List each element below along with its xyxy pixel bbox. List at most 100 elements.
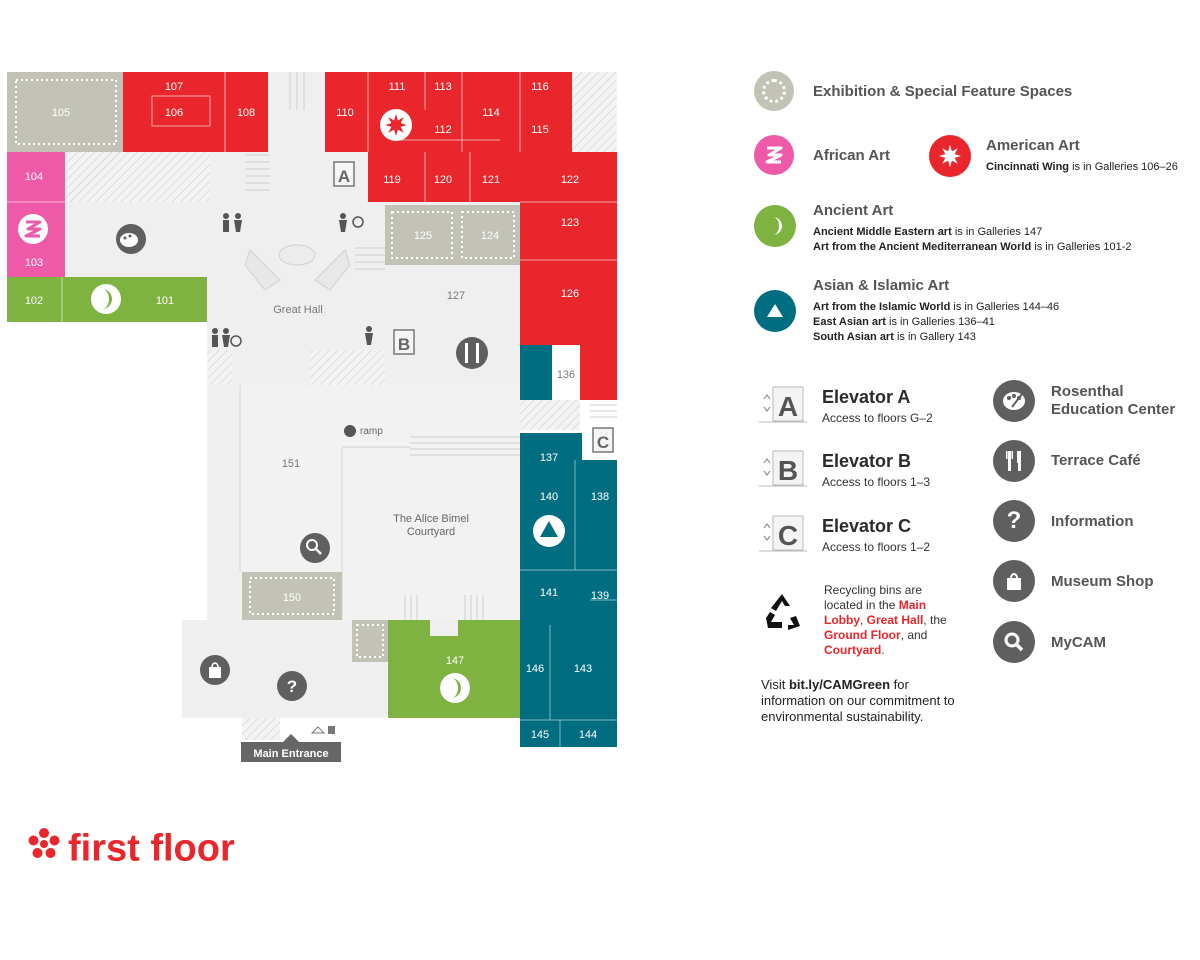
hatch-5 — [242, 718, 280, 740]
main-entrance-label: Main Entrance — [253, 748, 328, 760]
courtyard-link: Courtyard — [824, 643, 882, 657]
svg-text:C: C — [597, 433, 609, 452]
african-art-label: African Art — [813, 147, 890, 164]
gallery-label-106: 106 — [165, 107, 183, 119]
camgreen-link[interactable]: bit.ly/CAMGreen — [788, 677, 891, 692]
asian-walls — [520, 460, 617, 747]
hatch-2 — [572, 72, 617, 152]
recycle-icon — [760, 590, 804, 639]
asian-art-note-2: East Asian art is in Galleries 136–41 — [813, 316, 995, 328]
gallery-label-111: 111 — [389, 81, 406, 93]
terrace-cafe-label: Terrace Café — [1051, 452, 1141, 469]
hatch-4 — [207, 350, 232, 385]
gallery-label-105: 105 — [52, 107, 70, 119]
american-art-icon-map — [380, 109, 412, 141]
gallery-label-122: 122 — [561, 174, 579, 186]
gallery-label-115: 115 — [531, 124, 549, 136]
african-art-icon-map — [18, 214, 48, 244]
gallery-label-114: 114 — [482, 107, 500, 119]
svg-text:C: C — [778, 520, 798, 551]
gallery-label-138: 138 — [591, 491, 609, 503]
restroom-icon-1 — [223, 213, 242, 232]
gallery-124-125 — [385, 205, 520, 265]
elevator-c-map: C — [592, 427, 614, 453]
american-art-note: Cincinnati Wing is in Galleries 106–26 — [986, 161, 1178, 173]
african-art-icon — [754, 135, 794, 175]
elevator-c-title: Elevator C — [822, 516, 912, 536]
gallery-label-141: 141 — [540, 587, 558, 599]
ancient-art-note-1: Ancient Middle Eastern art is in Galleri… — [813, 226, 1043, 238]
cafe-icon-map — [456, 337, 488, 369]
ancient-art-label: Ancient Art — [813, 202, 894, 219]
gallery-label-103: 103 — [25, 257, 43, 269]
gallery-label-147: 147 — [446, 655, 464, 667]
svg-text:A: A — [778, 391, 798, 422]
ground-floor-link: Ground Floor — [824, 628, 901, 642]
ancient-art-icon-map-1 — [91, 284, 121, 314]
elevator-a-icon: A — [758, 385, 808, 430]
gallery-label-101: 101 — [156, 295, 174, 307]
shopping-bag-icon — [993, 560, 1035, 602]
american-art-label: American Art — [986, 137, 1080, 154]
gallery-label-121: 121 — [482, 174, 500, 186]
elevator-b-icon: B — [758, 449, 808, 494]
elevator-a-access: Access to floors G–2 — [822, 411, 933, 425]
asian-art-icon-map — [533, 515, 565, 547]
information-label: Information — [1051, 513, 1134, 530]
stairs — [245, 72, 617, 620]
coat-check-icon — [308, 720, 338, 736]
gallery-label-125: 125 — [414, 230, 432, 242]
svg-text:?: ? — [287, 677, 297, 696]
asian-art-note-1: Art from the Islamic World is in Galleri… — [813, 301, 1060, 313]
museum-shop-label: Museum Shop — [1051, 573, 1154, 590]
elevator-a-map: A — [333, 161, 355, 187]
asian-art-note-3: South Asian art is in Gallery 143 — [813, 331, 976, 343]
asian-islamic-art-icon — [754, 290, 796, 332]
shop-icon-map — [200, 655, 230, 685]
main-lobby-link: Main Lobby — [824, 598, 927, 627]
great-hall-label: Great Hall — [273, 304, 323, 316]
elevator-c-icon: C — [758, 514, 808, 559]
restroom-icon-4 — [365, 326, 373, 345]
information-icon: ? — [993, 500, 1035, 542]
restroom-icon-2 — [339, 213, 364, 232]
elevator-b-access: Access to floors 1–3 — [822, 475, 931, 489]
ramp-label: ramp — [360, 426, 383, 437]
gallery-label-102: 102 — [25, 295, 43, 307]
recycling-note: Recycling bins are located in the Main L… — [824, 583, 947, 657]
svg-text:B: B — [778, 455, 798, 486]
gallery-label-151: 151 — [282, 458, 300, 470]
palette-icon — [993, 380, 1035, 422]
floor-title: first floor — [26, 826, 235, 872]
american-art-icon — [929, 135, 971, 177]
hatch-1 — [65, 152, 210, 202]
exhibition-icon — [754, 71, 794, 111]
main-entrance[interactable]: Main Entrance — [241, 734, 341, 762]
hatch-3 — [310, 350, 385, 385]
gallery-label-150: 150 — [283, 592, 301, 604]
gallery-label-145: 145 — [531, 729, 549, 741]
gallery-label-127: 127 — [447, 290, 465, 302]
courtyard-label-1: The Alice Bimel — [393, 513, 469, 525]
gallery-105 — [7, 72, 123, 152]
sustainability-note: Visit bit.ly/CAMGreen for information on… — [761, 677, 955, 724]
elevator-c-access: Access to floors 1–2 — [822, 540, 931, 554]
gallery-label-108: 108 — [237, 107, 255, 119]
mycam-label: MyCAM — [1051, 634, 1106, 651]
mycam-icon-map — [300, 533, 330, 563]
gallery-label-120: 120 — [434, 174, 452, 186]
elevator-b-title: Elevator B — [822, 451, 912, 471]
american-walls — [151, 72, 617, 261]
gallery-label-112: 112 — [434, 124, 452, 136]
asian-islamic-art-label: Asian & Islamic Art — [813, 277, 950, 294]
ancient-art-icon — [754, 205, 796, 247]
magnifier-icon — [993, 621, 1035, 663]
american-art-galleries — [123, 72, 617, 400]
ramp-icon — [344, 425, 356, 437]
gallery-label-143: 143 — [574, 663, 592, 675]
asian-islamic-galleries — [520, 345, 617, 747]
fork-knife-icon — [993, 440, 1035, 482]
gallery-label-113: 113 — [434, 81, 452, 93]
